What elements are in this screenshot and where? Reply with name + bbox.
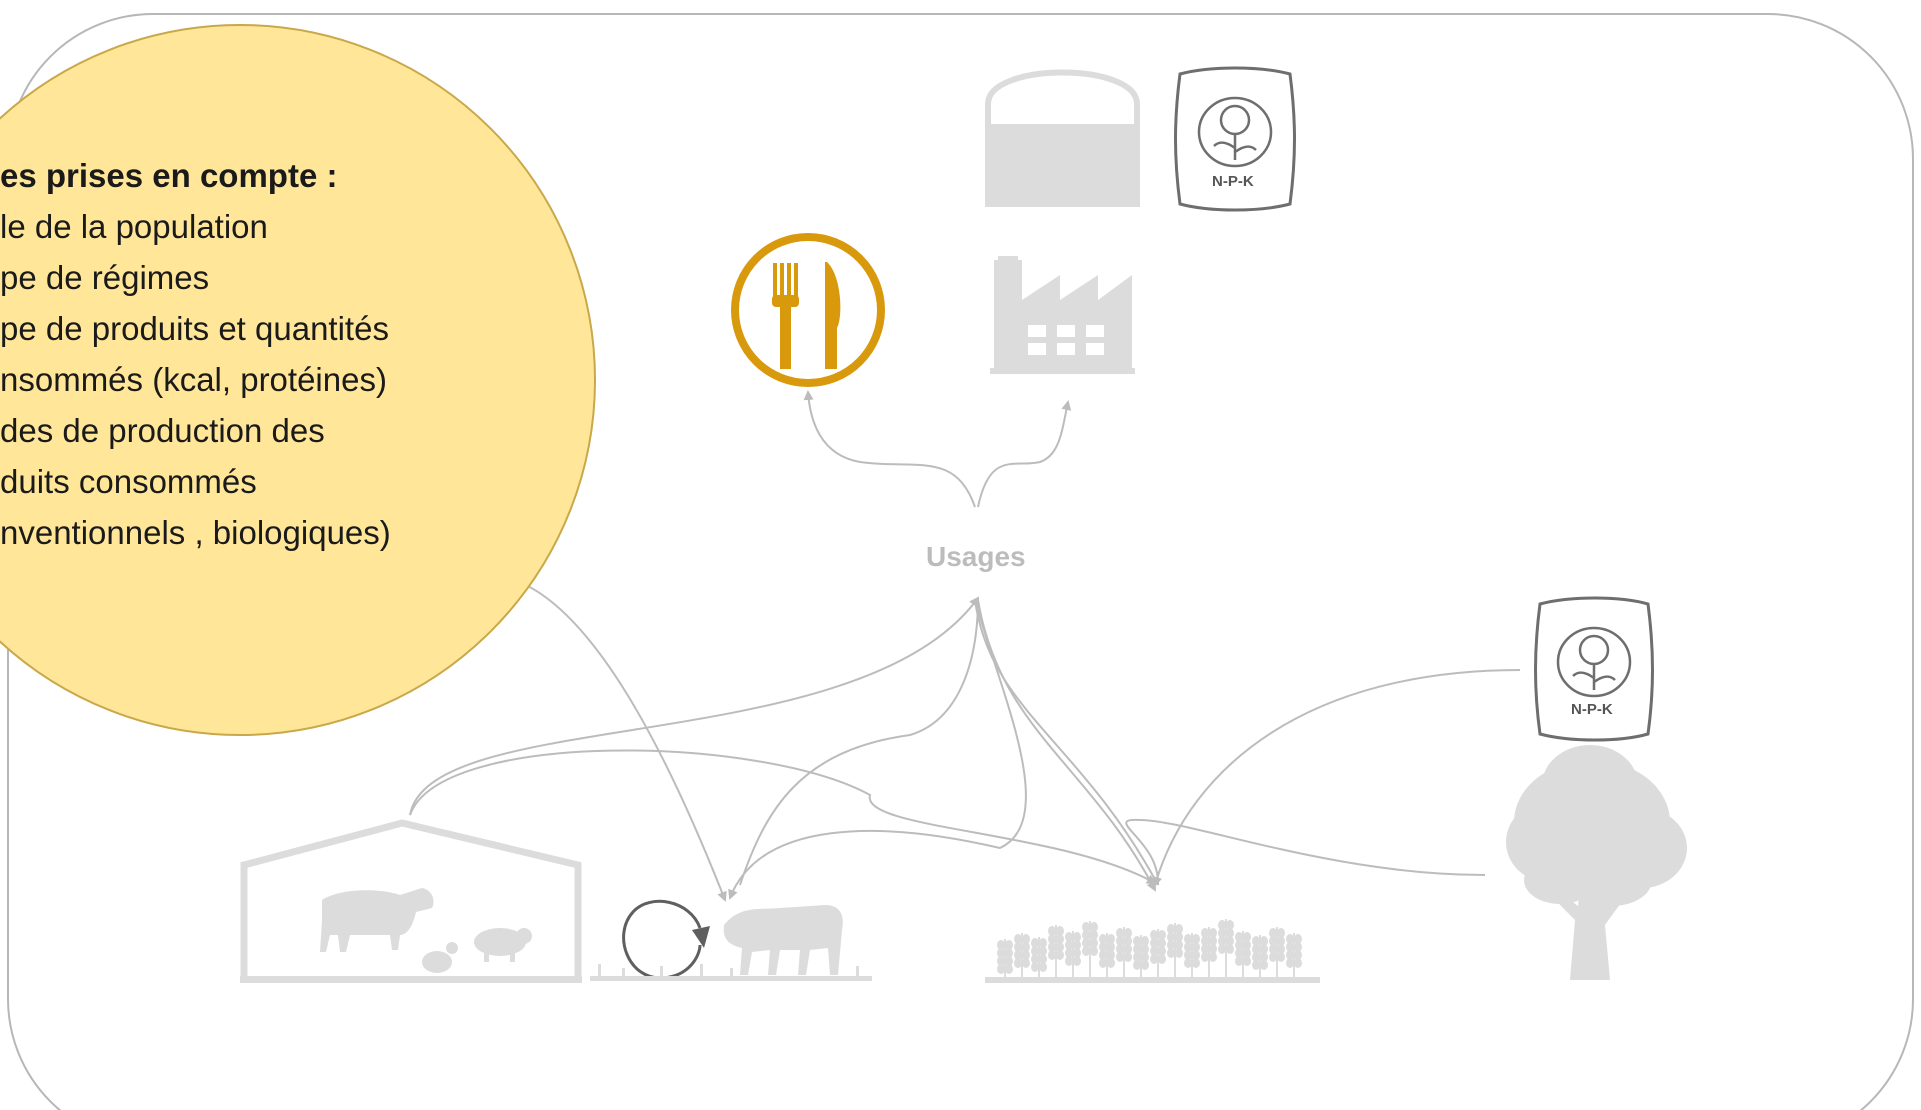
crop-stalk [1116,927,1132,977]
arrow-usages-to-factory [977,400,1072,508]
crop-stalk [1065,931,1081,977]
fertilizer-bag-icon: N-P-K [1534,596,1654,742]
crops-field-icon [985,919,1320,983]
cycle-arrow-icon [622,899,710,980]
crop-stalk [1235,931,1251,977]
crop-stalk [1184,933,1200,977]
crop-stalk [997,939,1013,977]
arrow-usages-to-crops [977,599,1156,892]
livestock-barn-icon [240,819,582,983]
crop-stalk [1099,933,1115,977]
arrow-fertilizer-to-crops [1152,669,1521,887]
crop-stalk [1252,935,1268,977]
crop-stalk [1048,925,1064,977]
tree-icon [1506,745,1687,980]
arrow-usages-to-food [803,390,976,508]
arrow-barn-to-crops [409,749,1157,884]
silo-icon [985,69,1140,207]
arrow-grazing-to-usages [739,597,979,886]
food-plate-icon [731,233,885,387]
fertilizer-label-top: N-P-K [1212,173,1254,190]
crop-stalk [1286,933,1302,977]
crop-stalk [1218,919,1234,977]
arrow-tree-to-crops [1125,818,1486,886]
fertilizer-bag-icon: N-P-K [1174,66,1296,212]
arrow-usages-to-grazing [728,609,1027,900]
info-bubble [0,24,596,736]
usages-label: Usages [926,541,1026,572]
crop-stalk [1150,929,1166,977]
factory-icon [990,256,1135,374]
crop-stalk [1133,935,1149,977]
crop-stalk [1167,923,1183,977]
crop-stalk [1082,921,1098,977]
crop-stalk [1269,927,1285,977]
crop-stalk [1014,933,1030,977]
arrow-usages-to-crops-2 [974,599,1159,886]
arrow-barn-to-usages [409,596,980,816]
crop-stalk [1201,927,1217,977]
fertilizer-label-right: N-P-K [1571,701,1613,718]
grazing-cow-icon [590,905,872,981]
crop-stalk [1031,937,1047,977]
